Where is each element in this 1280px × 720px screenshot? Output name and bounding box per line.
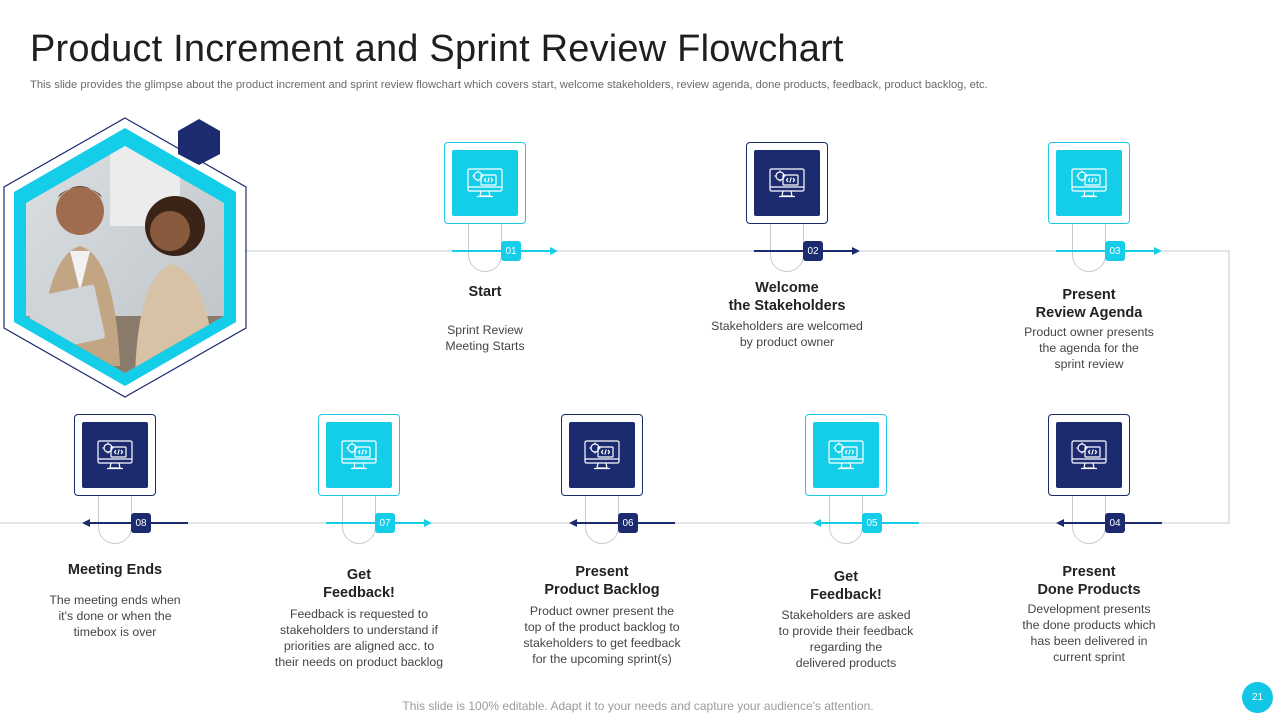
- step-01-icon-box: [444, 142, 526, 224]
- step-description: The meeting ends when it's done or when …: [49, 593, 181, 639]
- step-description: Sprint Review Meeting Starts: [445, 323, 525, 353]
- step-number-badge: 04: [1105, 513, 1125, 533]
- meeting-photo: [3, 117, 247, 398]
- step-description: Stakeholders are asked to provide their …: [778, 608, 914, 670]
- step-connector: [98, 494, 132, 544]
- step-title: Meeting Ends: [67, 562, 163, 578]
- monitor-code-gear-icon: [754, 150, 820, 216]
- photo-hexagon: [0, 116, 250, 398]
- monitor-code-gear-icon: [569, 422, 635, 488]
- step-05-icon-box: [805, 414, 887, 496]
- step-number-badge: 01: [501, 241, 521, 261]
- step-title: Get Feedback!: [323, 567, 395, 601]
- step-connector: [1072, 494, 1106, 544]
- decor-hexagon: [178, 119, 220, 165]
- step-03-icon-box: [1048, 142, 1130, 224]
- step-title: Present Done Products: [1037, 564, 1141, 598]
- monitor-code-gear-icon: [326, 422, 392, 488]
- footer-note: This slide is 100% editable. Adapt it to…: [402, 699, 874, 713]
- monitor-code-gear-icon: [82, 422, 148, 488]
- step-number-badge: 03: [1105, 241, 1125, 261]
- step-06-icon-box: [561, 414, 643, 496]
- step-title: Welcome the Stakeholders: [728, 280, 846, 314]
- step-description: Feedback is requested to stakeholders to…: [274, 607, 444, 669]
- page-number: 21: [1242, 682, 1273, 713]
- step-number-badge: 08: [131, 513, 151, 533]
- step-title: Present Review Agenda: [1035, 287, 1143, 321]
- page-subtitle: This slide provides the glimpse about th…: [30, 79, 988, 91]
- step-number-badge: 06: [618, 513, 638, 533]
- step-description: Product owner present the top of the pro…: [523, 604, 681, 666]
- step-title: Start: [468, 284, 502, 300]
- monitor-code-gear-icon: [452, 150, 518, 216]
- step-description: Product owner presents the agenda for th…: [1024, 325, 1154, 371]
- step-title: Get Feedback!: [810, 569, 882, 603]
- step-description: Stakeholders are welcomed by product own…: [711, 319, 863, 349]
- monitor-code-gear-icon: [1056, 422, 1122, 488]
- step-08-icon-box: [74, 414, 156, 496]
- step-07-icon-box: [318, 414, 400, 496]
- step-number-badge: 05: [862, 513, 882, 533]
- step-02-icon-box: [746, 142, 828, 224]
- monitor-code-gear-icon: [1056, 150, 1122, 216]
- page-title: Product Increment and Sprint Review Flow…: [30, 28, 844, 70]
- step-04-icon-box: [1048, 414, 1130, 496]
- step-connector: [585, 494, 619, 544]
- step-description: Development presents the done products w…: [1022, 602, 1156, 664]
- step-title: Present Product Backlog: [544, 564, 660, 598]
- step-connector: [770, 222, 804, 272]
- monitor-code-gear-icon: [813, 422, 879, 488]
- step-number-badge: 07: [375, 513, 395, 533]
- step-number-badge: 02: [803, 241, 823, 261]
